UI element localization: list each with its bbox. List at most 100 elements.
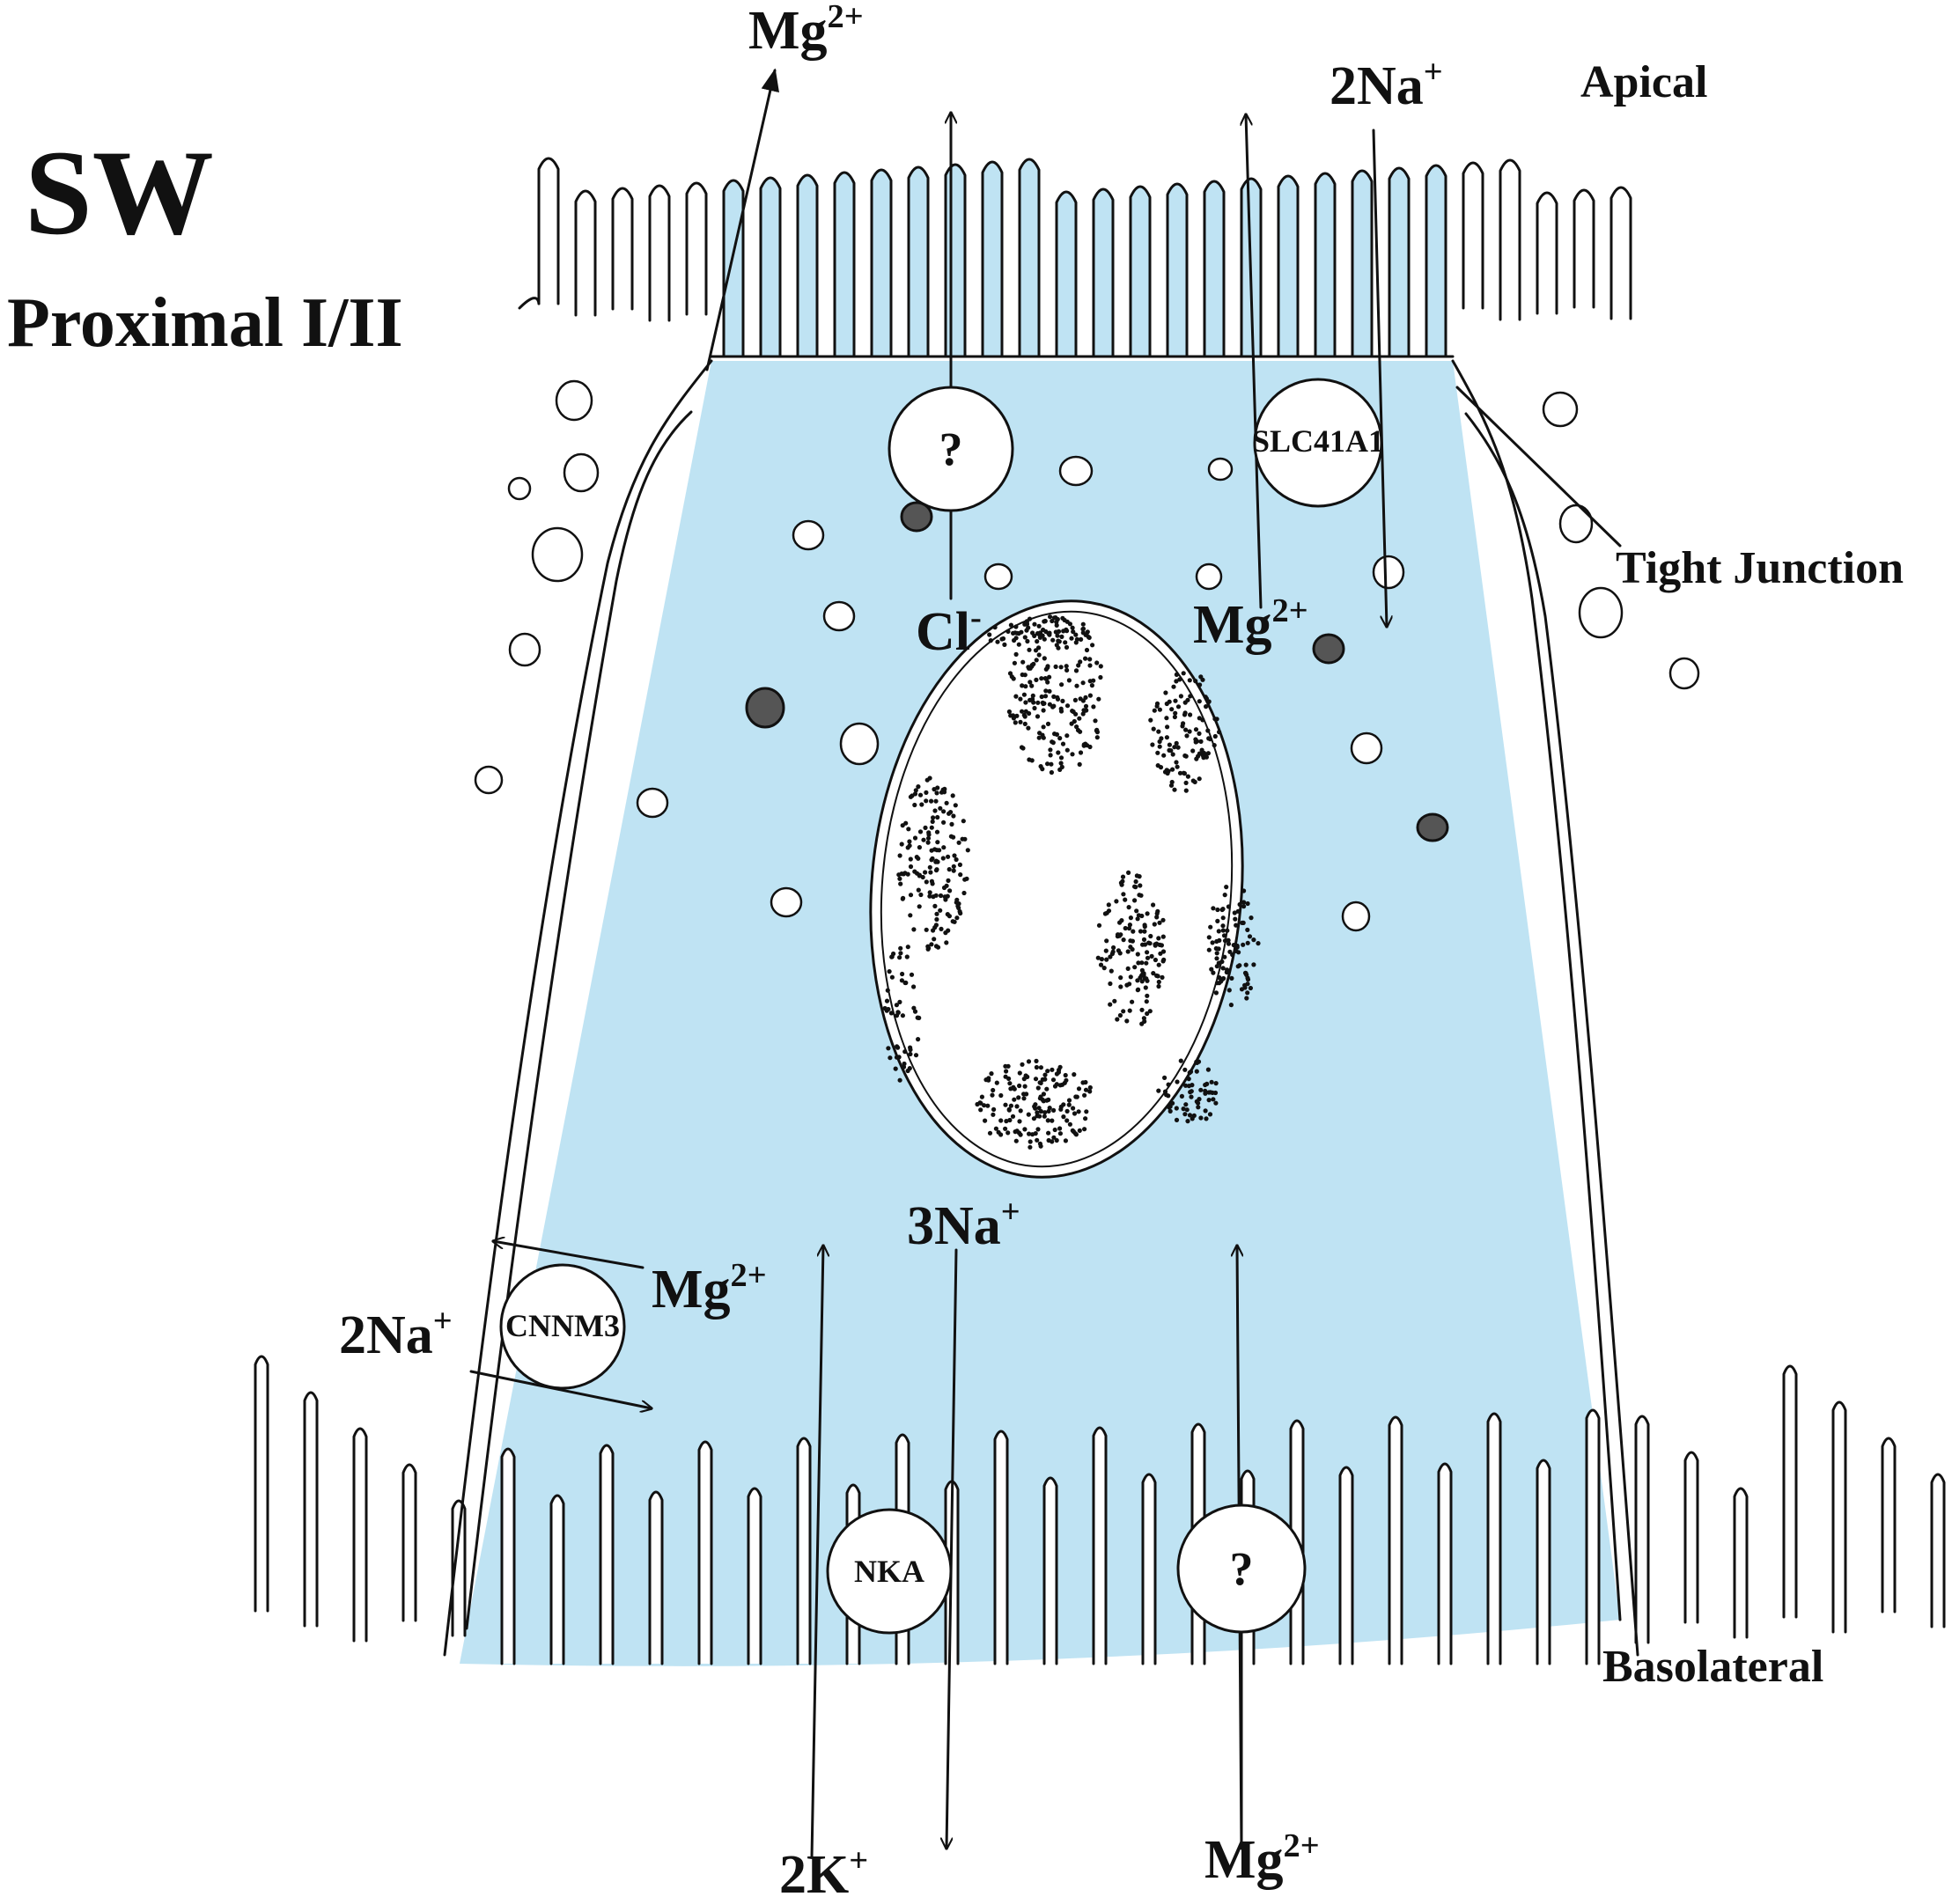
chromatin-dot — [1161, 753, 1167, 758]
chromatin-dot — [1040, 732, 1045, 738]
chromatin-dot — [1206, 935, 1212, 940]
chromatin-dot — [1162, 1075, 1168, 1080]
arrow-2k — [810, 1246, 823, 1859]
chromatin-dot — [913, 1053, 919, 1058]
chromatin-dot — [1072, 697, 1078, 703]
chromatin-dot — [1047, 702, 1052, 707]
chromatin-dot — [998, 1092, 1004, 1099]
chromatin-dot — [1076, 1086, 1082, 1092]
microvillus-fill — [983, 162, 1002, 357]
chromatin-dot — [1093, 718, 1098, 724]
chromatin-dot — [1083, 1079, 1088, 1085]
chromatin-dot — [1042, 1110, 1048, 1115]
chromatin-dot — [1078, 696, 1083, 702]
chromatin-dot — [1059, 682, 1064, 687]
chromatin-dot — [1027, 647, 1032, 652]
chromatin-dot — [1034, 658, 1039, 663]
chromatin-dot — [1087, 744, 1093, 750]
microvillus — [1166, 182, 1189, 358]
basolateral-fold — [451, 1499, 467, 1637]
chromatin-dot — [1023, 621, 1028, 627]
chromatin-dot — [1032, 621, 1037, 627]
basolateral-fold — [1585, 1408, 1601, 1665]
chromatin-dot — [1067, 1121, 1072, 1127]
chromatin-dot — [1055, 633, 1060, 638]
chromatin-dot — [1022, 1084, 1028, 1089]
chromatin-dot — [917, 1015, 922, 1020]
chromatin-dot — [1064, 644, 1070, 651]
chromatin-dot — [1188, 694, 1193, 699]
chromatin-dot — [1190, 748, 1196, 754]
chromatin-dot — [1000, 636, 1006, 642]
chromatin-dot — [1010, 1114, 1016, 1119]
chromatin-dot — [1235, 964, 1241, 969]
chromatin-dot — [1154, 703, 1160, 709]
chromatin-dot — [941, 790, 947, 795]
chromatin-dot — [1057, 1131, 1063, 1136]
chromatin-dot — [1139, 1007, 1145, 1012]
chromatin-dot — [1064, 1118, 1070, 1123]
chromatin-dot — [942, 894, 947, 900]
chromatin-dot — [908, 856, 913, 862]
microvillus — [1277, 174, 1300, 358]
chromatin-dot — [1203, 1091, 1208, 1096]
chromatin-dot — [929, 798, 934, 804]
chromatin-dot — [904, 954, 910, 959]
microvillus-fill — [946, 165, 965, 357]
chromatin-dot — [900, 971, 905, 977]
chromatin-dot — [1151, 971, 1156, 976]
chromatin-dot — [1022, 635, 1028, 640]
chromatin-dot — [1160, 974, 1165, 980]
microvillus — [722, 179, 745, 358]
chromatin-dot — [888, 1055, 893, 1061]
infolding-fill — [502, 1449, 514, 1664]
chromatin-dot — [895, 1010, 901, 1015]
chromatin-dot — [1104, 957, 1109, 962]
chromatin-dot — [1212, 733, 1218, 739]
chromatin-dot — [917, 792, 924, 798]
chromatin-dot — [1025, 638, 1030, 644]
chromatin-dot — [1132, 898, 1138, 903]
chromatin-dot — [1008, 1103, 1013, 1108]
chromatin-dot — [1059, 764, 1064, 770]
chromatin-dot — [1173, 710, 1178, 716]
chromatin-dot — [1063, 1072, 1068, 1078]
chromatin-dot — [1014, 630, 1020, 636]
chromatin-dot — [958, 872, 963, 878]
basolateral-fold — [1240, 1469, 1256, 1665]
chromatin-dot — [1006, 709, 1012, 715]
chromatin-dot — [1212, 743, 1217, 748]
chromatin-dot — [948, 834, 954, 839]
chromatin-dot — [1098, 664, 1103, 669]
chromatin-dot — [1182, 1112, 1188, 1117]
chromatin-dot — [1141, 1016, 1146, 1021]
chromatin-dot — [1256, 941, 1261, 946]
basolateral-fold — [747, 1487, 762, 1665]
chromatin-dot — [1178, 694, 1183, 699]
basolateral-fold — [648, 1490, 664, 1665]
cnnm3-label: CNNM3 — [505, 1308, 620, 1343]
chromatin-dot — [1216, 974, 1221, 981]
chromatin-dot — [1209, 1079, 1214, 1084]
chromatin-dot — [1179, 1093, 1184, 1099]
chromatin-dot — [1184, 733, 1190, 739]
chromatin-dot — [1207, 737, 1213, 742]
chromatin-dot — [947, 867, 952, 872]
apical-label: Apical — [1580, 57, 1707, 107]
chromatin-dot — [1206, 947, 1212, 952]
infolding-fill — [551, 1496, 564, 1664]
chromatin-dot — [1172, 714, 1177, 720]
chromatin-dot — [1220, 966, 1226, 971]
chromatin-dot — [1021, 1096, 1027, 1101]
chromatin-dot — [1174, 679, 1179, 684]
arrow-mg-slc41a1 — [1246, 114, 1263, 609]
chromatin-dot — [1081, 708, 1086, 713]
chromatin-dot — [894, 1003, 900, 1008]
chromatin-dot — [1073, 668, 1079, 673]
microvillus — [981, 160, 1004, 358]
chromatin-dot — [1057, 639, 1062, 644]
chromatin-dot — [897, 853, 902, 858]
chromatin-dot — [1017, 1083, 1022, 1089]
chromatin-dot — [1011, 630, 1016, 636]
microvillus — [1240, 177, 1263, 358]
